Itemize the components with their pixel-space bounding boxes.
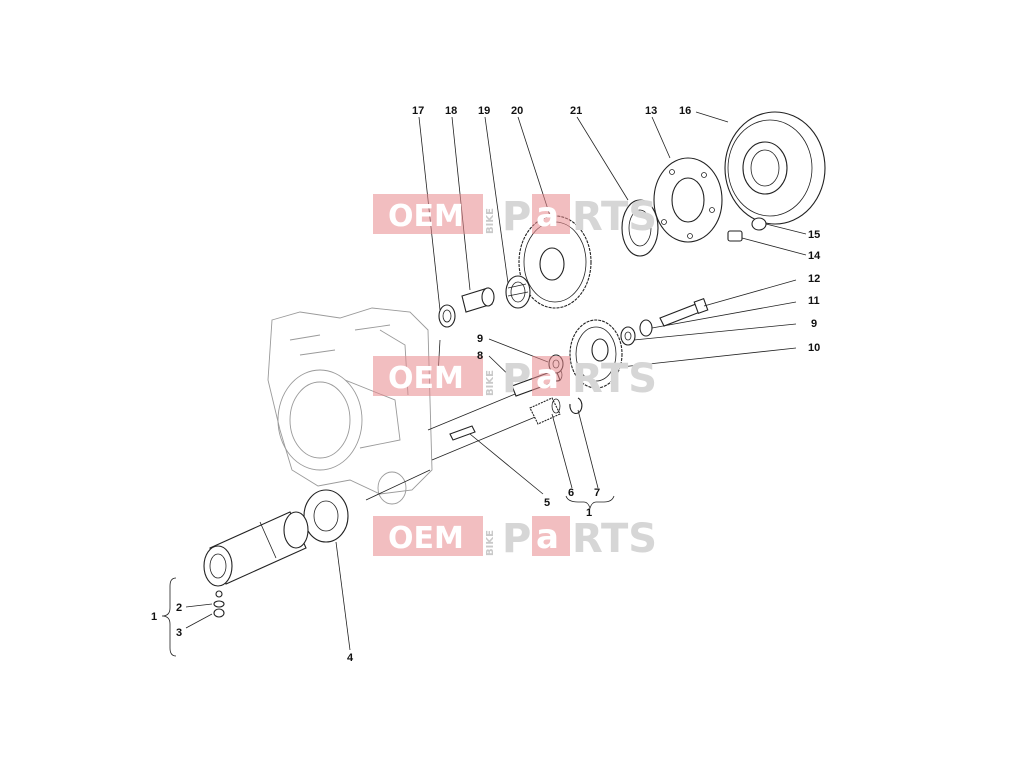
part-19-needle-bearing (505, 275, 531, 309)
watermark-oem-text: OEM (388, 521, 464, 556)
callout-3[interactable]: 3 (176, 627, 182, 639)
watermark-oem-text: OEM (388, 199, 464, 234)
part-10-gear (569, 319, 623, 389)
part-18-bush (461, 287, 495, 313)
watermark-bike-text: BIKE (485, 370, 496, 396)
callout-9-right[interactable]: 9 (811, 318, 817, 330)
callout-19[interactable]: 19 (478, 105, 490, 117)
callout-4[interactable]: 4 (347, 652, 354, 664)
part-13-flange (653, 157, 723, 243)
callout-17[interactable]: 17 (412, 105, 424, 117)
callout-14[interactable]: 14 (808, 250, 821, 262)
watermark-parts-p: P (502, 356, 531, 402)
callout-6[interactable]: 6 (568, 487, 574, 499)
watermark-parts-rts: RTS (572, 194, 657, 240)
callout-13[interactable]: 13 (645, 105, 657, 117)
callout-1-middle[interactable]: 1 (586, 507, 592, 519)
watermark-parts-p: P (502, 516, 531, 562)
watermark-parts-a: a (536, 357, 559, 397)
callout-16[interactable]: 16 (679, 105, 691, 117)
axis-lines (365, 391, 541, 501)
part-21-freewheel (621, 199, 659, 257)
part-4-gasket (303, 489, 349, 543)
part-5-bolt (449, 425, 476, 441)
callout-7[interactable]: 7 (594, 487, 600, 499)
watermark-bike-text: BIKE (485, 208, 496, 234)
part-16-housing (724, 111, 826, 225)
part-12-bolt (659, 297, 709, 327)
watermark-oem-text: OEM (388, 361, 464, 396)
callout-20[interactable]: 20 (511, 105, 523, 117)
watermark-parts-a: a (536, 517, 559, 557)
starter-motor (203, 511, 309, 618)
callout-10[interactable]: 10 (808, 342, 820, 354)
callout-12[interactable]: 12 (808, 273, 820, 285)
engine-case (267, 307, 433, 505)
callout-21[interactable]: 21 (570, 105, 582, 117)
part-9-11-washers (620, 319, 653, 346)
callout-5[interactable]: 5 (544, 497, 550, 509)
callout-18[interactable]: 18 (445, 105, 457, 117)
watermark-bike-text: BIKE (485, 530, 496, 556)
part-14-15-small (727, 217, 767, 242)
callout-2[interactable]: 2 (176, 602, 182, 614)
callout-1-left[interactable]: 1 (151, 611, 157, 623)
callout-15[interactable]: 15 (808, 229, 820, 241)
watermark-parts-p: P (502, 194, 531, 240)
part-17-washer (438, 304, 456, 328)
watermark-bottom: OEM BIKE P a RTS (373, 516, 657, 562)
watermark-top: OEM BIKE P a RTS (373, 194, 657, 240)
callout-11[interactable]: 11 (808, 295, 820, 307)
watermark-middle: OEM BIKE P a RTS (373, 356, 657, 402)
watermark-parts-rts: RTS (572, 516, 657, 562)
part-6-pinion (529, 397, 561, 425)
callout-8[interactable]: 8 (477, 350, 483, 362)
part-20-large-gear (518, 215, 592, 309)
callout-9-left[interactable]: 9 (477, 333, 483, 345)
callout-labels: 17 18 19 20 21 13 16 15 14 12 11 9 10 9 … (151, 105, 821, 664)
watermark-parts-a: a (536, 195, 559, 235)
watermark-parts-rts: RTS (572, 356, 657, 402)
